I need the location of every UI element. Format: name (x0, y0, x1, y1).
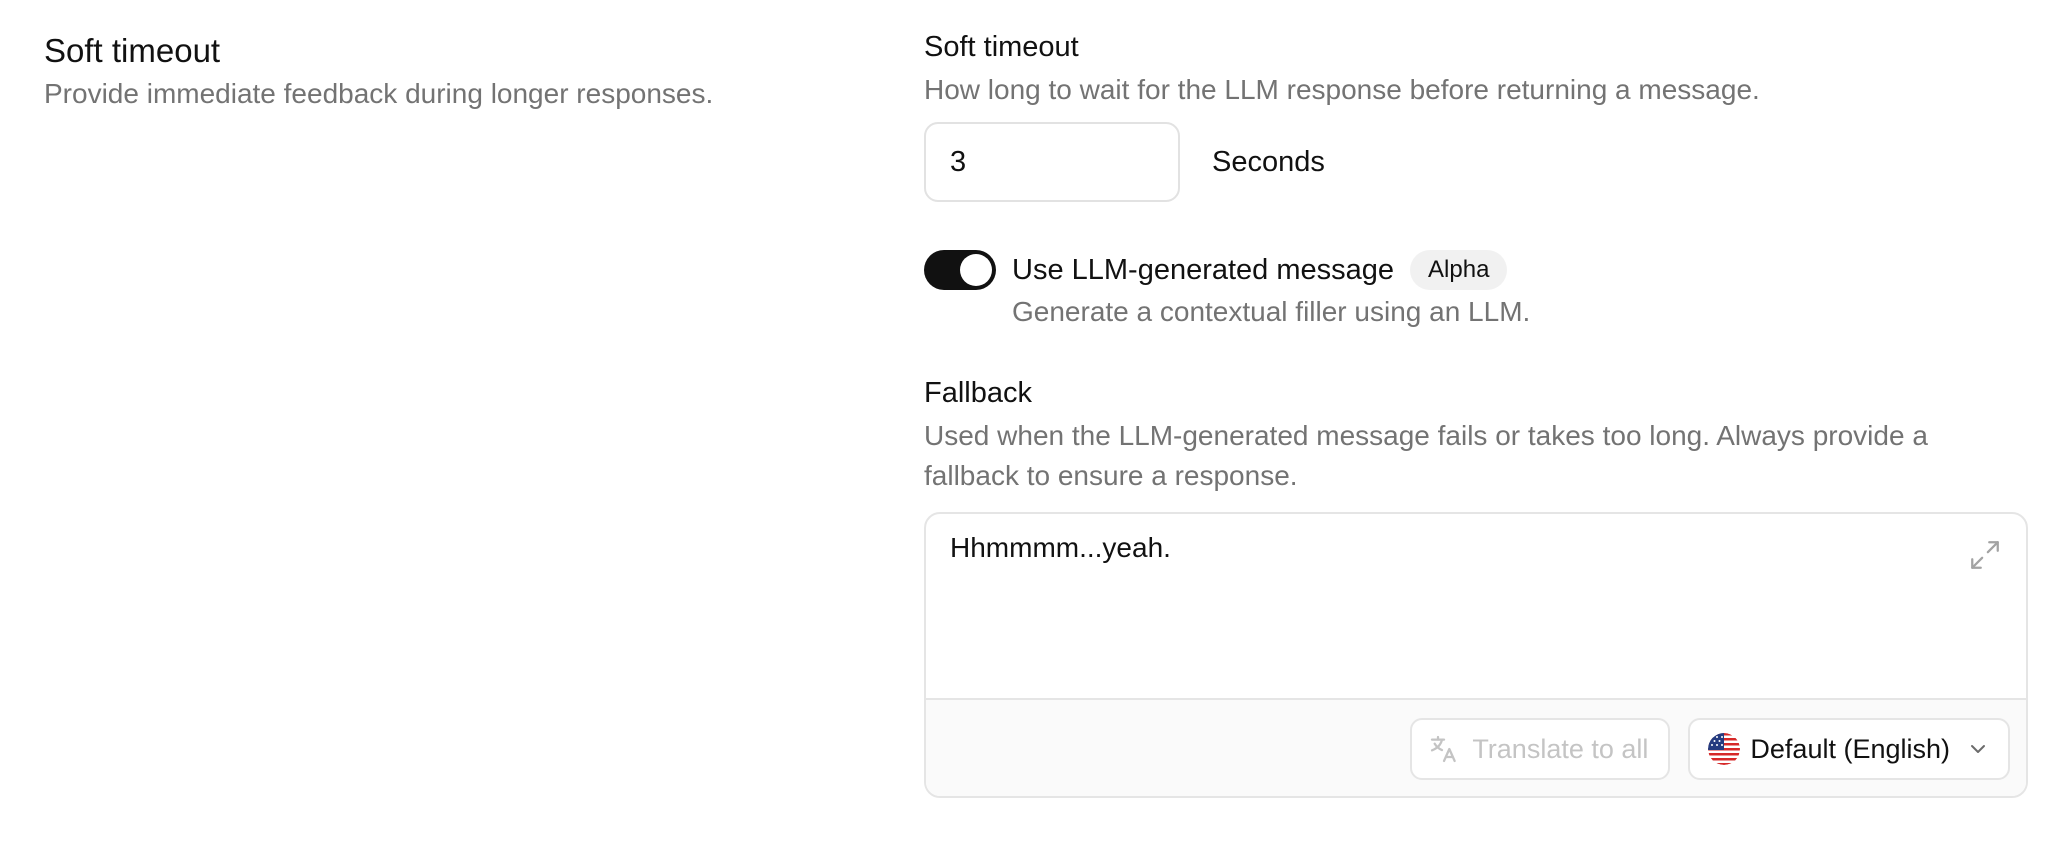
timeout-input-row: Seconds (924, 122, 2028, 202)
llm-message-toggle[interactable] (924, 250, 996, 290)
soft-timeout-label: Soft timeout (924, 31, 1079, 63)
section-header: Soft timeout Provide immediate feedback … (44, 30, 804, 112)
fallback-label: Fallback (924, 377, 1032, 409)
expand-icon[interactable] (1968, 538, 2002, 572)
section-description: Provide immediate feedback during longer… (44, 78, 714, 109)
toggle-knob (960, 254, 992, 286)
translate-to-all-label: Translate to all (1472, 733, 1649, 764)
translate-icon (1431, 735, 1457, 763)
editor-footer: Translate to all (926, 700, 2026, 796)
fallback-field: Fallback Used when the LLM-generated mes… (924, 374, 2028, 798)
translate-to-all-button[interactable]: Translate to all (1410, 718, 1671, 780)
llm-message-label: Use LLM-generated message (1012, 253, 1395, 286)
llm-message-description: Generate a contextual filler using an LL… (1012, 296, 1531, 327)
llm-message-setting: Use LLM-generated message Alpha Generate… (924, 250, 2028, 330)
fallback-description: Used when the LLM-generated message fail… (924, 420, 1928, 491)
fallback-text: Hhmmmm...yeah. (950, 532, 1171, 563)
section-title: Soft timeout (44, 32, 221, 69)
language-select-label: Default (English) (1750, 733, 1950, 764)
soft-timeout-input[interactable] (924, 122, 1180, 202)
us-flag-icon (1708, 733, 1741, 765)
language-select[interactable]: Default (English) (1688, 718, 2010, 780)
alpha-badge: Alpha (1410, 250, 1508, 290)
settings-panel: Soft timeout How long to wait for the LL… (924, 28, 2028, 798)
soft-timeout-description: How long to wait for the LLM response be… (924, 74, 1760, 105)
llm-message-text: Use LLM-generated message Alpha Generate… (1012, 250, 1530, 330)
fallback-editor: Hhmmmm...yeah. (924, 512, 2028, 798)
soft-timeout-field: Soft timeout How long to wait for the LL… (924, 28, 2028, 202)
fallback-textarea[interactable]: Hhmmmm...yeah. (926, 514, 2026, 700)
seconds-unit-label: Seconds (1212, 145, 1325, 178)
chevron-down-icon (1971, 745, 1985, 753)
llm-message-label-line: Use LLM-generated message Alpha (1012, 250, 1530, 290)
